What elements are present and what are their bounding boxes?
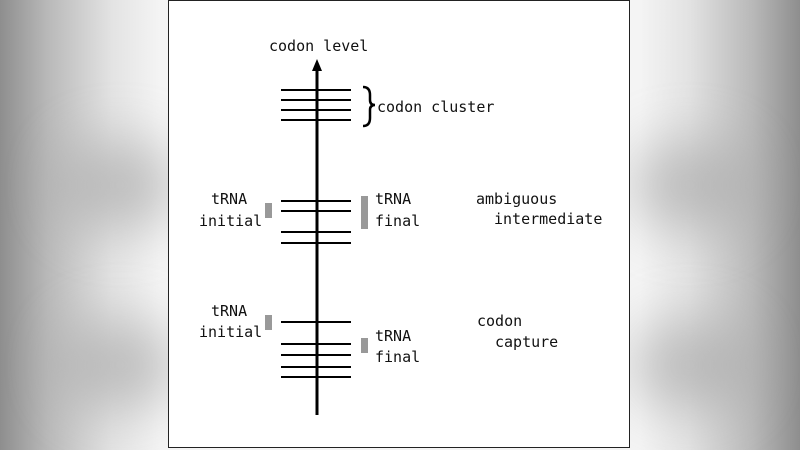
backdrop-blur-left-lower bbox=[60, 320, 180, 410]
ambiguous-trna-initial-label-2: initial bbox=[199, 212, 263, 230]
ambiguous-trna-initial-bar bbox=[265, 203, 272, 218]
ambiguous-trna-final-bar bbox=[361, 196, 368, 229]
ambiguous-codon-lines bbox=[281, 200, 351, 244]
capture-stage-label-1: codon bbox=[477, 312, 523, 330]
capture-trna-initial-bar bbox=[265, 315, 272, 330]
axis-arrowhead bbox=[312, 59, 322, 71]
capture-codon-lines bbox=[281, 321, 351, 378]
codon-cluster-lines bbox=[281, 89, 351, 121]
capture-trna-final-bar bbox=[361, 338, 368, 353]
ambiguous-trna-final-label-1: tRNA bbox=[375, 190, 412, 208]
capture-trna-initial-label-1: tRNA bbox=[211, 302, 248, 320]
ambiguous-trna-initial-label-1: tRNA bbox=[211, 190, 248, 208]
ambiguous-stage-label-2: intermediate bbox=[494, 210, 603, 228]
capture-trna-final-label-1: tRNA bbox=[375, 327, 412, 345]
capture-trna-final-label-2: final bbox=[375, 348, 421, 366]
ambiguous-trna-final-label-2: final bbox=[375, 212, 421, 230]
codon-level-diagram bbox=[265, 59, 376, 415]
cluster-brace bbox=[362, 85, 376, 128]
axis-label: codon level bbox=[269, 37, 369, 55]
diagram-panel: codon level codon cluster tRNA initial t… bbox=[168, 0, 630, 448]
backdrop-blur-right-upper bbox=[630, 140, 750, 230]
cluster-label: codon cluster bbox=[377, 98, 495, 116]
ambiguous-stage-label-1: ambiguous bbox=[476, 190, 558, 208]
backdrop-blur-right-lower bbox=[630, 320, 750, 410]
backdrop-blur-left-upper bbox=[60, 140, 180, 230]
capture-trna-initial-label-2: initial bbox=[199, 323, 263, 341]
capture-stage-label-2: capture bbox=[495, 333, 559, 351]
